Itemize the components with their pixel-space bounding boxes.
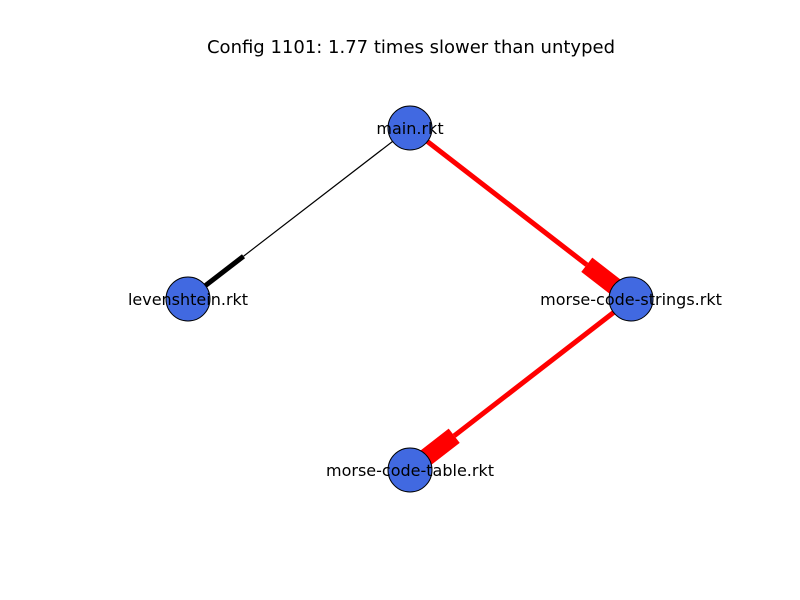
node-label: levenshtein.rkt	[128, 290, 248, 309]
node-circle	[165, 276, 211, 322]
node-main: main.rkt	[376, 105, 444, 151]
node-table: morse-code-table.rkt	[326, 447, 494, 493]
node-circle	[608, 276, 654, 322]
node-label: morse-code-strings.rkt	[540, 290, 722, 309]
edge-line	[452, 297, 633, 438]
edge-strings-to-table	[407, 297, 633, 475]
nodes-layer: main.rkt levenshtein.rkt morse-code-string…	[128, 105, 722, 493]
figure-title: Config 1101: 1.77 times slower than unty…	[207, 37, 615, 58]
edge-main-to-strings	[408, 126, 634, 304]
node-circle	[387, 447, 433, 493]
edge-line	[408, 126, 589, 267]
node-label: main.rkt	[376, 119, 443, 138]
node-label: morse-code-table.rkt	[326, 461, 494, 480]
node-circle	[387, 105, 433, 151]
edge-line	[243, 127, 411, 257]
edge-main-to-levenshtein	[189, 127, 411, 299]
node-levenshtein: levenshtein.rkt	[128, 276, 248, 322]
node-strings: morse-code-strings.rkt	[540, 276, 722, 322]
